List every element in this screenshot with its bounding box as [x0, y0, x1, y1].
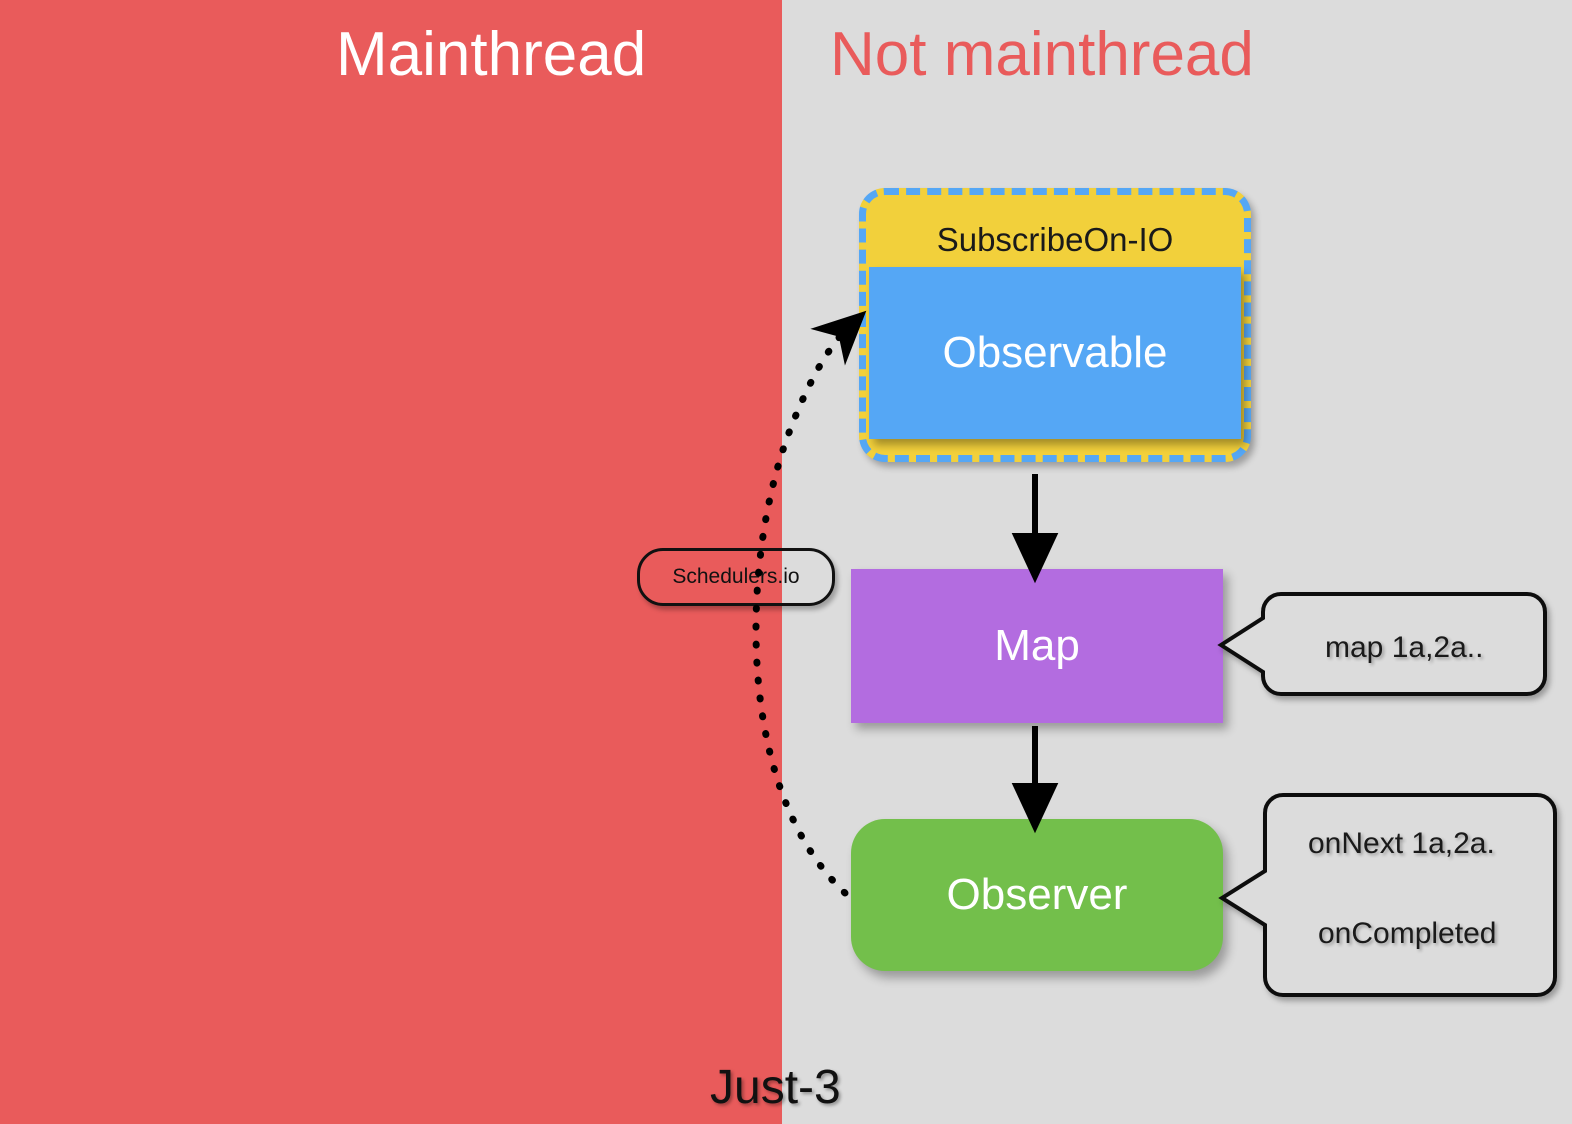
callout-map-text: map 1a,2a..	[1325, 631, 1484, 664]
schedulers-io-label: Schedulers.io	[672, 565, 800, 588]
observer-label: Observer	[946, 870, 1128, 919]
observable-label: Observable	[942, 328, 1168, 377]
map-label: Map	[994, 621, 1080, 670]
not-mainthread-heading: Not mainthread	[830, 20, 1254, 89]
callout-observer-oncompleted-text: onCompleted	[1318, 917, 1497, 950]
observable-node: Observable	[869, 267, 1241, 439]
callout-observer-onnext-text: onNext 1a,2a.	[1308, 827, 1495, 860]
map-node: Map	[851, 569, 1223, 723]
subscribe-on-io-label: SubscribeOn-IO	[936, 221, 1174, 258]
mainthread-heading: Mainthread	[336, 20, 647, 89]
schedulers-io-pill: Schedulers.io	[637, 548, 835, 606]
footer-label: Just-3	[710, 1061, 841, 1114]
observer-node: Observer	[851, 819, 1223, 971]
